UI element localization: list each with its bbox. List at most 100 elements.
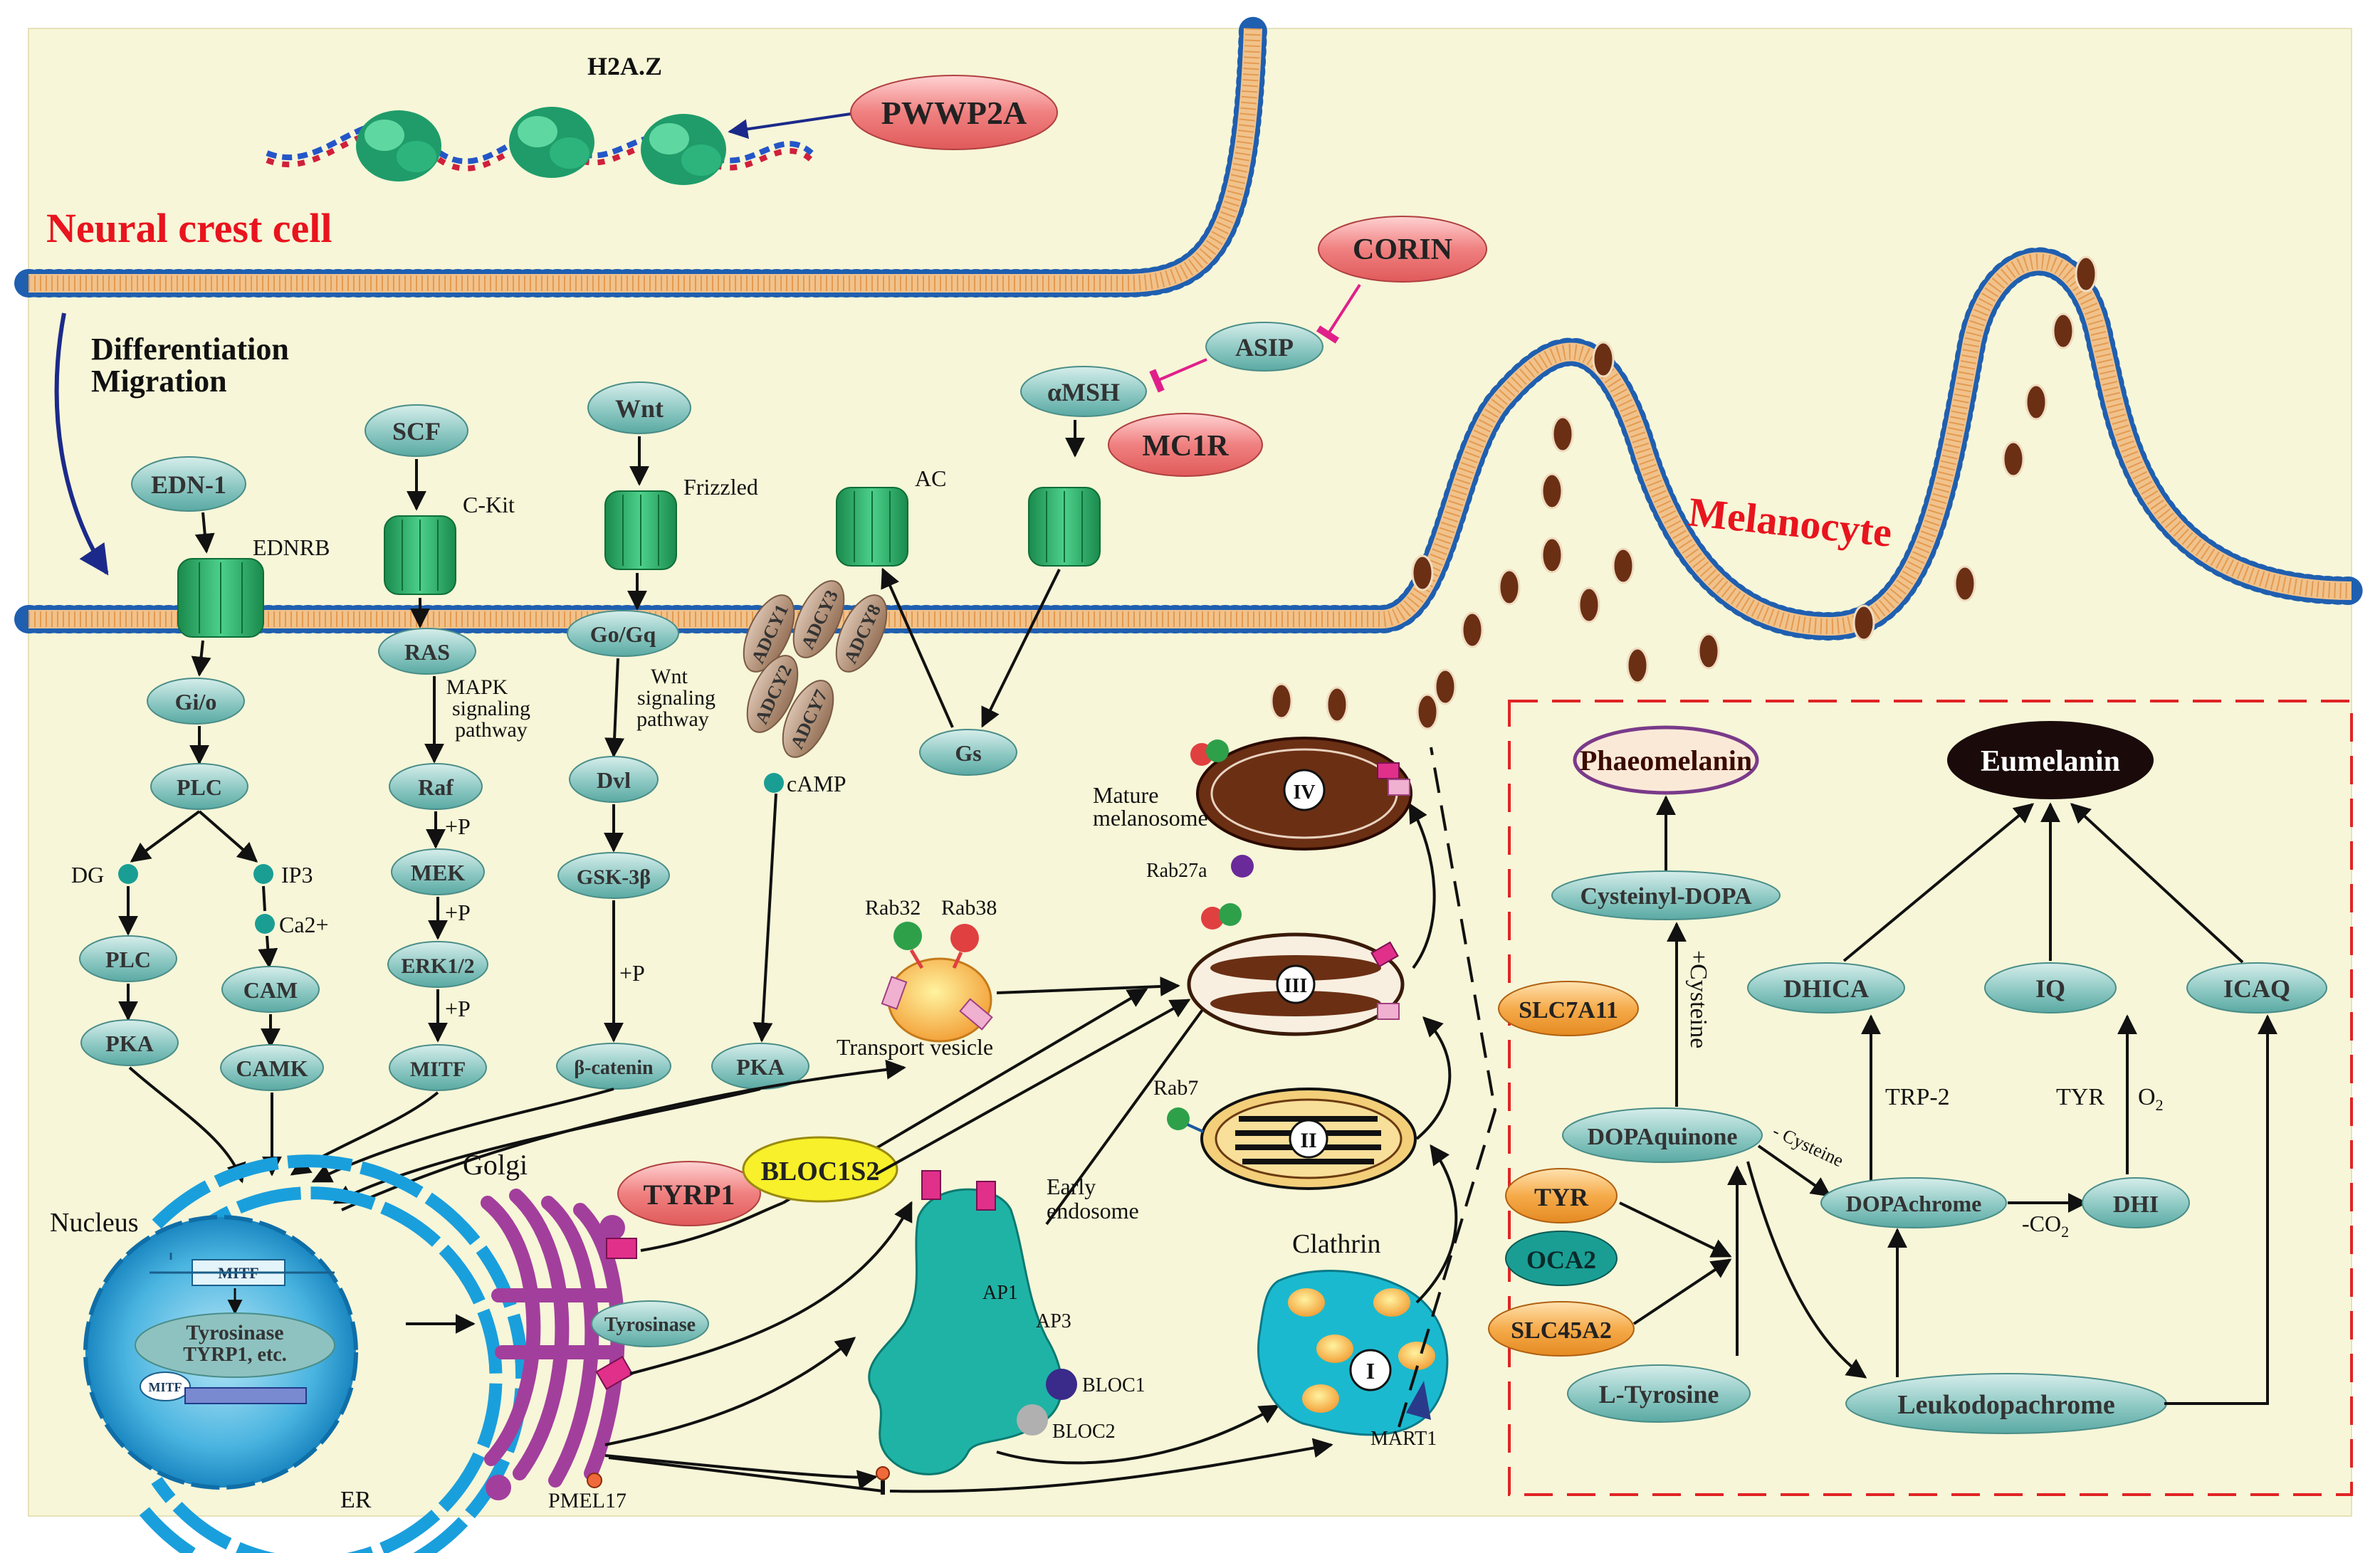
mek-pill: MEK	[391, 848, 485, 895]
wnt-label-3: pathway	[636, 707, 709, 731]
svg-text:αMSH: αMSH	[1047, 378, 1120, 406]
ac-label: AC	[915, 465, 946, 491]
released-melanosomes	[1270, 256, 2097, 730]
svg-text:TYR: TYR	[1534, 1183, 1589, 1211]
rab27a-label: Rab27a	[1146, 860, 1207, 882]
plc-pill-2: PLC	[79, 935, 177, 982]
wnt-p: +P	[619, 960, 645, 986]
svg-text:TYRP1: TYRP1	[644, 1179, 735, 1211]
mc1r-pill: MC1R	[1108, 413, 1263, 477]
frizzled-receptor	[604, 490, 677, 570]
er	[137, 1154, 529, 1553]
melanosome-stage-iv: IV	[1190, 737, 1412, 878]
raf-pill: Raf	[389, 763, 483, 810]
adcy1-pill: ADCY1	[743, 594, 795, 673]
co2-label: -CO2	[2022, 1211, 2069, 1241]
trp2-label: TRP-2	[1885, 1084, 1950, 1110]
mapk-label-2: signaling	[452, 697, 530, 720]
mapk-label-1: MAPK	[446, 675, 508, 699]
mitf-small: MITF	[140, 1372, 307, 1404]
svg-text:Gs: Gs	[955, 740, 981, 766]
dvl-pill: Dvl	[569, 756, 659, 803]
scf-pill: SCF	[365, 404, 468, 457]
svg-text:Eumelanin: Eumelanin	[1981, 745, 2120, 778]
gsk-pill: GSK-3β	[557, 852, 670, 899]
svg-text:DHI: DHI	[2113, 1191, 2159, 1218]
gogq-pill: Go/Gq	[567, 610, 679, 657]
ip3-label: IP3	[281, 862, 313, 888]
camp-label: cAMP	[787, 771, 846, 796]
tyr-pill: TYR	[1505, 1168, 1618, 1223]
svg-text:Wnt: Wnt	[615, 394, 664, 423]
svg-text:RAS: RAS	[404, 639, 450, 665]
svg-text:CORIN: CORIN	[1353, 233, 1452, 266]
svg-text:MITF: MITF	[410, 1058, 466, 1081]
svg-text:BLOC1S2: BLOC1S2	[761, 1157, 880, 1186]
dopaquinone-pill: DOPAquinone	[1562, 1107, 1763, 1163]
plus-cysteine-label: +Cysteine	[1685, 950, 1711, 1048]
dhi-pill: DHI	[2082, 1177, 2190, 1228]
ednrb-label: EDNRB	[253, 535, 330, 560]
bcatenin-pill: β-catenin	[556, 1043, 671, 1090]
leukodopachrome-pill: Leukodopachrome	[1845, 1373, 2167, 1434]
corin-pill: CORIN	[1318, 216, 1487, 283]
mapk-p3: +P	[445, 996, 471, 1021]
h2az-label: H2A.Z	[587, 52, 662, 80]
dg-label: DG	[71, 862, 104, 888]
svg-text:Phaeomelanin: Phaeomelanin	[1580, 744, 1752, 777]
ap1-label: AP1	[982, 1282, 1018, 1304]
nucleus-label: Nucleus	[50, 1208, 139, 1238]
svg-text:I: I	[1366, 1358, 1375, 1384]
svg-text:ICAQ: ICAQ	[2223, 974, 2290, 1003]
svg-text:MITF: MITF	[149, 1380, 182, 1394]
clathrin-label: Clathrin	[1292, 1229, 1381, 1259]
svg-text:EDN-1: EDN-1	[151, 470, 226, 499]
mapk-label-3: pathway	[455, 718, 528, 742]
ednrb-receptor	[177, 558, 264, 638]
svg-text:II: II	[1300, 1129, 1316, 1152]
nucleosome-1	[356, 110, 441, 181]
neural-crest-membrane	[14, 14, 1267, 298]
early-endosome-label-1: Early	[1047, 1174, 1096, 1199]
er-label: ER	[340, 1487, 372, 1513]
mature-label-2: melanosome	[1093, 805, 1208, 831]
edn1-pill: EDN-1	[131, 456, 246, 512]
tyrosinase-line1: Tyrosinase	[186, 1321, 283, 1344]
erk-pill: ERK1/2	[387, 941, 488, 988]
svg-text:III: III	[1284, 975, 1308, 997]
cam-pill: CAM	[221, 966, 320, 1013]
transport-vesicle	[881, 922, 993, 1043]
svg-text:PLC: PLC	[177, 774, 222, 800]
wnt-pill: Wnt	[587, 381, 691, 434]
transport-vesicle-label: Transport vesicle	[837, 1034, 993, 1060]
mapk-p1: +P	[445, 814, 471, 839]
asip-pill: ASIP	[1205, 322, 1323, 372]
oca2-pill: OCA2	[1505, 1231, 1618, 1286]
svg-text:PKA: PKA	[105, 1031, 154, 1056]
svg-text:SLC7A11: SLC7A11	[1519, 997, 1618, 1023]
bloc2-label: BLOC2	[1052, 1421, 1116, 1443]
eumelanin-pill: Eumelanin	[1947, 721, 2154, 799]
ap3-label: AP3	[1036, 1310, 1071, 1332]
icaq-pill: ICAQ	[2186, 962, 2327, 1014]
svg-text:SCF: SCF	[392, 417, 441, 446]
early-endosome-label-2: endosome	[1047, 1198, 1139, 1223]
o2-label: O2	[2138, 1084, 2164, 1114]
svg-text:IQ: IQ	[2035, 974, 2065, 1003]
wnt-label-2: signaling	[637, 686, 715, 710]
synthesis-box	[1508, 700, 2353, 1496]
svg-text:Raf: Raf	[418, 774, 454, 800]
cysteinyl-dopa-pill: Cysteinyl-DOPA	[1551, 870, 1781, 920]
svg-text:PLC: PLC	[105, 947, 151, 972]
svg-text:DOPAchrome: DOPAchrome	[1846, 1191, 1982, 1216]
frizzled-label: Frizzled	[683, 474, 758, 500]
mature-label-1: Mature	[1093, 782, 1158, 808]
dopachrome-pill: DOPAchrome	[1820, 1177, 2007, 1228]
rab7-label: Rab7	[1153, 1076, 1198, 1100]
mitf-pill: MITF	[389, 1044, 487, 1091]
bloc1s2-pill: BLOC1S2	[742, 1136, 898, 1203]
svg-text:MC1R: MC1R	[1142, 430, 1229, 463]
iq-pill: IQ	[1984, 962, 2117, 1014]
mart1-label: MART1	[1370, 1428, 1437, 1450]
svg-text:ASIP: ASIP	[1235, 333, 1294, 362]
